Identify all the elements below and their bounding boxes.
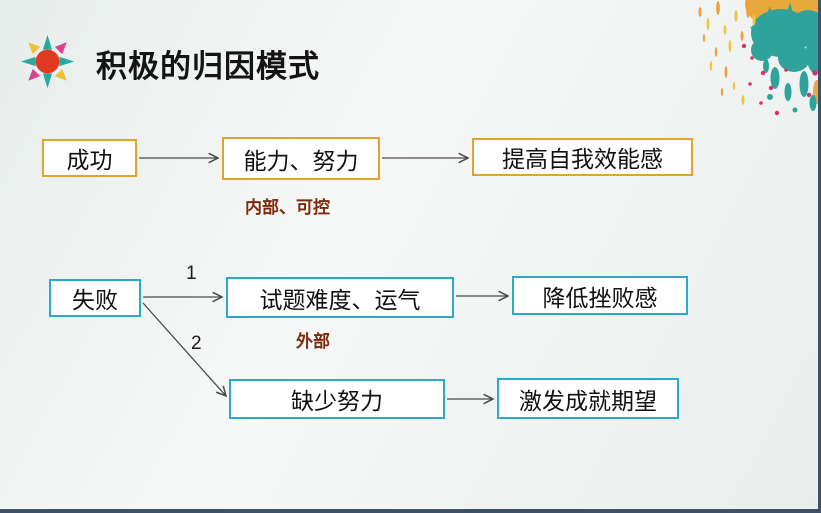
node-reduce-frustration: 降低挫败感: [512, 276, 688, 315]
page-title: 积极的归因模式: [96, 49, 320, 84]
branch-label-1: 1: [186, 263, 197, 284]
node-lack-of-effort: 缺少努力: [229, 379, 445, 419]
node-success: 成功: [42, 139, 137, 177]
splatter-orange-drops: [698, 1, 756, 105]
splatter-teal-blob: [750, 2, 818, 113]
annotation-internal-controllable: 内部、可控: [245, 198, 330, 217]
node-difficulty-luck: 试题难度、运气: [226, 277, 454, 318]
node-failure: 失败: [49, 279, 141, 317]
paint-splatter-decoration: [698, 0, 818, 116]
splatter-magenta-dots: [741, 43, 818, 116]
arrow-failure-to-effort: [142, 302, 226, 396]
splatter-gold-blob: [745, 0, 818, 104]
node-raise-self-efficacy: 提高自我效能感: [472, 138, 693, 176]
sun-icon: [20, 34, 75, 89]
annotation-external: 外部: [296, 332, 330, 351]
node-arouse-achievement-expectation: 激发成就期望: [497, 378, 679, 419]
node-ability-effort: 能力、努力: [222, 137, 380, 180]
branch-label-2: 2: [191, 333, 202, 354]
